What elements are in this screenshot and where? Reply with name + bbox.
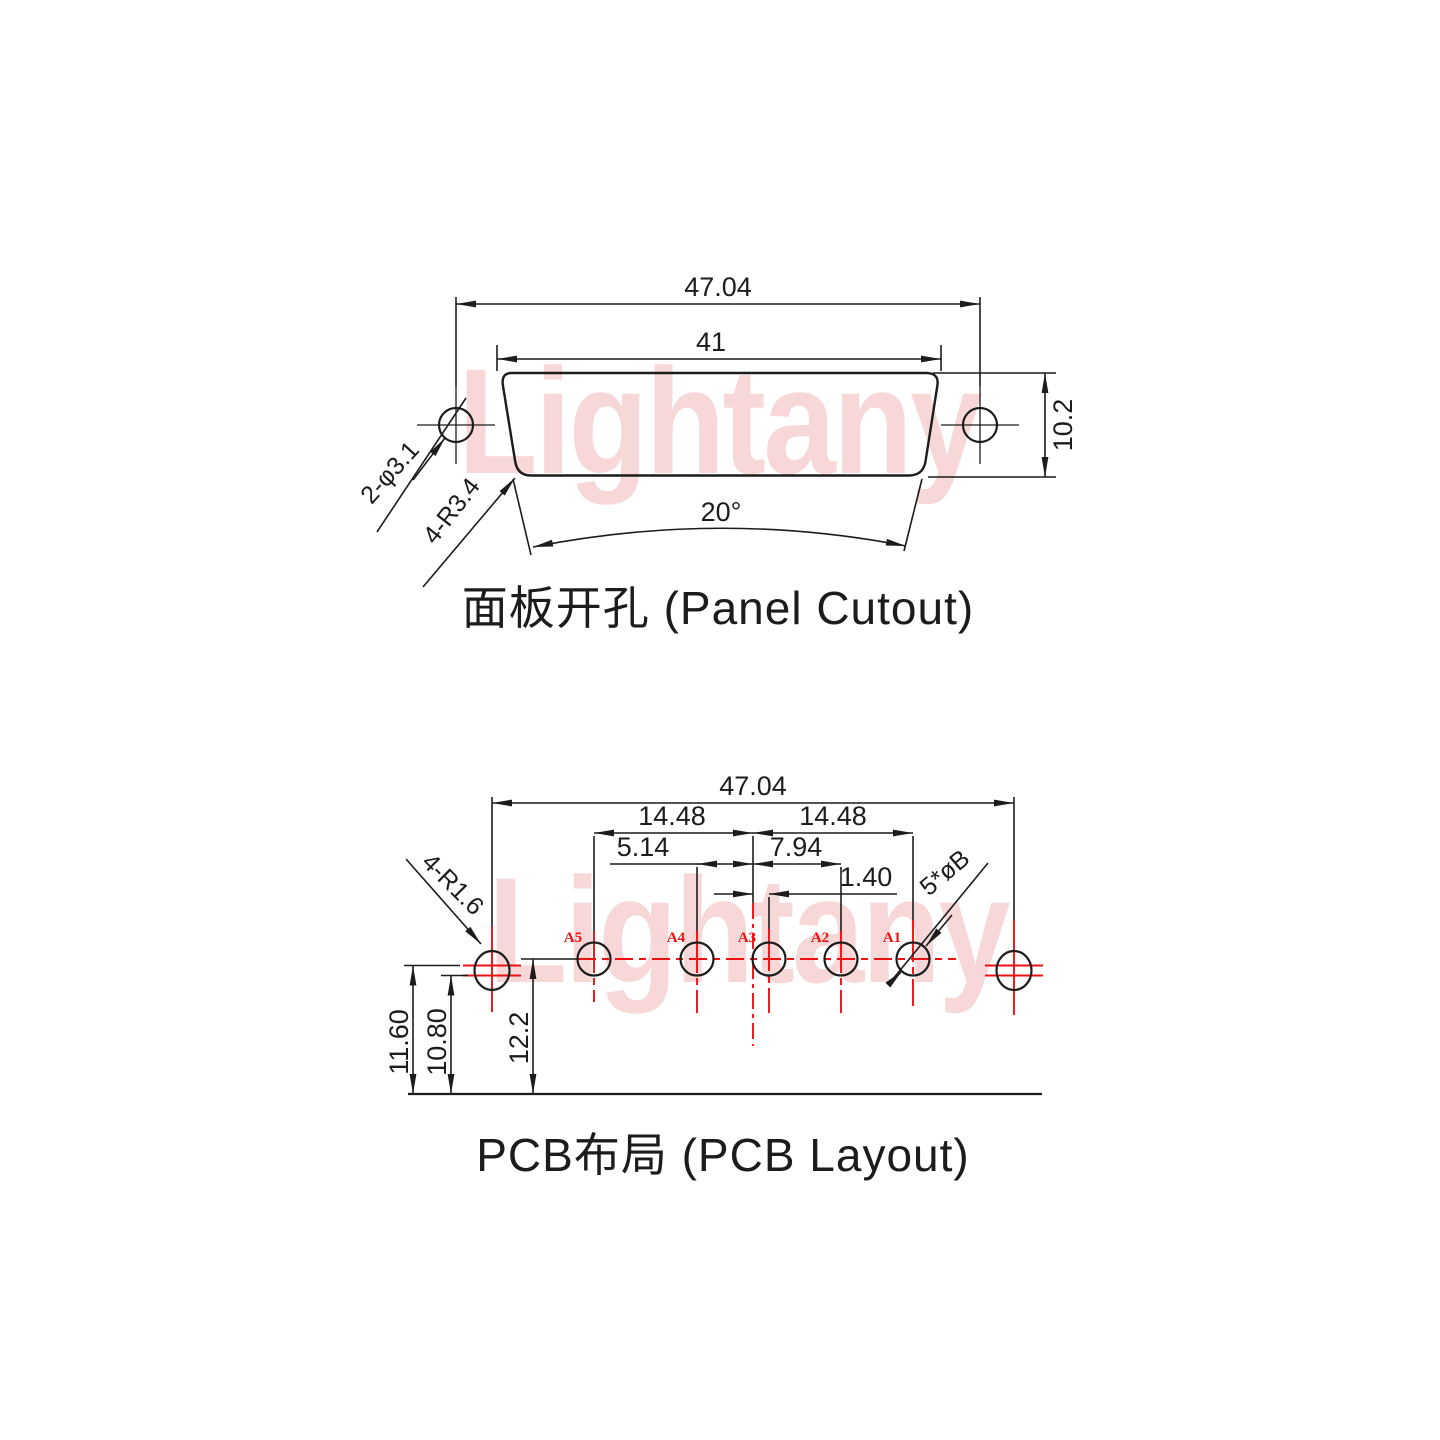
pin-label-a5: A5 xyxy=(564,930,582,946)
panel-dim-body-width: 41 xyxy=(696,327,726,357)
pin-label-a3: A3 xyxy=(738,930,756,946)
leader-line xyxy=(405,858,482,945)
pin-label-a1: A1 xyxy=(883,930,901,946)
panel-cutout-title: 面板开孔 (Panel Cutout) xyxy=(462,582,974,634)
dsub-cutout-outline xyxy=(501,371,939,477)
pin-hole-a4 xyxy=(679,941,715,977)
watermark: Lightany Lightany xyxy=(458,337,1013,1014)
angle-extension-right xyxy=(903,478,923,552)
pcb-mount-hole-right xyxy=(995,949,1033,992)
watermark-text-top: Lightany xyxy=(458,337,982,505)
pcb-dim-row-height: 12.2 xyxy=(504,1012,534,1065)
pcb-layout-title: PCB布局 (PCB Layout) xyxy=(476,1129,969,1181)
panel-dim-angle: 20° xyxy=(701,497,742,527)
pin-hole-a1 xyxy=(895,941,931,977)
panel-dim-height: 10.2 xyxy=(1048,399,1078,452)
watermark-text-bottom: Lightany xyxy=(488,846,1010,1014)
leader-arrow xyxy=(925,914,953,947)
pcb-dim-a2-offset: 7.94 xyxy=(770,832,823,862)
pin-label-a2: A2 xyxy=(811,930,829,946)
panel-label-mount-holes: 2-φ3.1 xyxy=(355,436,425,509)
pcb-dim-pitch-right: 14.48 xyxy=(799,801,867,831)
angle-extension-left xyxy=(512,478,532,556)
pin-label-a4: A4 xyxy=(667,930,686,946)
panel-label-corner-radius: 4-R3.4 xyxy=(418,473,486,549)
pcb-dim-pitch-left: 14.48 xyxy=(638,801,706,831)
pcb-dim-a4-offset: 5.14 xyxy=(617,832,670,862)
pin-hole-a2 xyxy=(823,941,859,977)
pin-hole-a5 xyxy=(576,941,612,977)
leader-line xyxy=(376,397,467,533)
angle-arc xyxy=(532,527,907,548)
pcb-dim-mount-upper: 11.60 xyxy=(384,1009,414,1075)
pcb-dim-mount-lower: 10.80 xyxy=(422,1008,452,1076)
pcb-dim-overall-width: 47.04 xyxy=(719,771,787,801)
leader-arrow xyxy=(412,437,446,481)
leader-line xyxy=(887,862,989,986)
pcb-dim-a3-offset: 1.40 xyxy=(840,862,893,892)
pcb-mount-hole-left xyxy=(473,949,511,992)
pcb-label-corner-radius: 4-R1.6 xyxy=(416,848,489,921)
leader-line xyxy=(422,477,516,588)
leader-arrow xyxy=(885,970,903,988)
pin-hole-a3 xyxy=(751,941,787,977)
panel-dim-overall-width: 47.04 xyxy=(684,272,752,302)
